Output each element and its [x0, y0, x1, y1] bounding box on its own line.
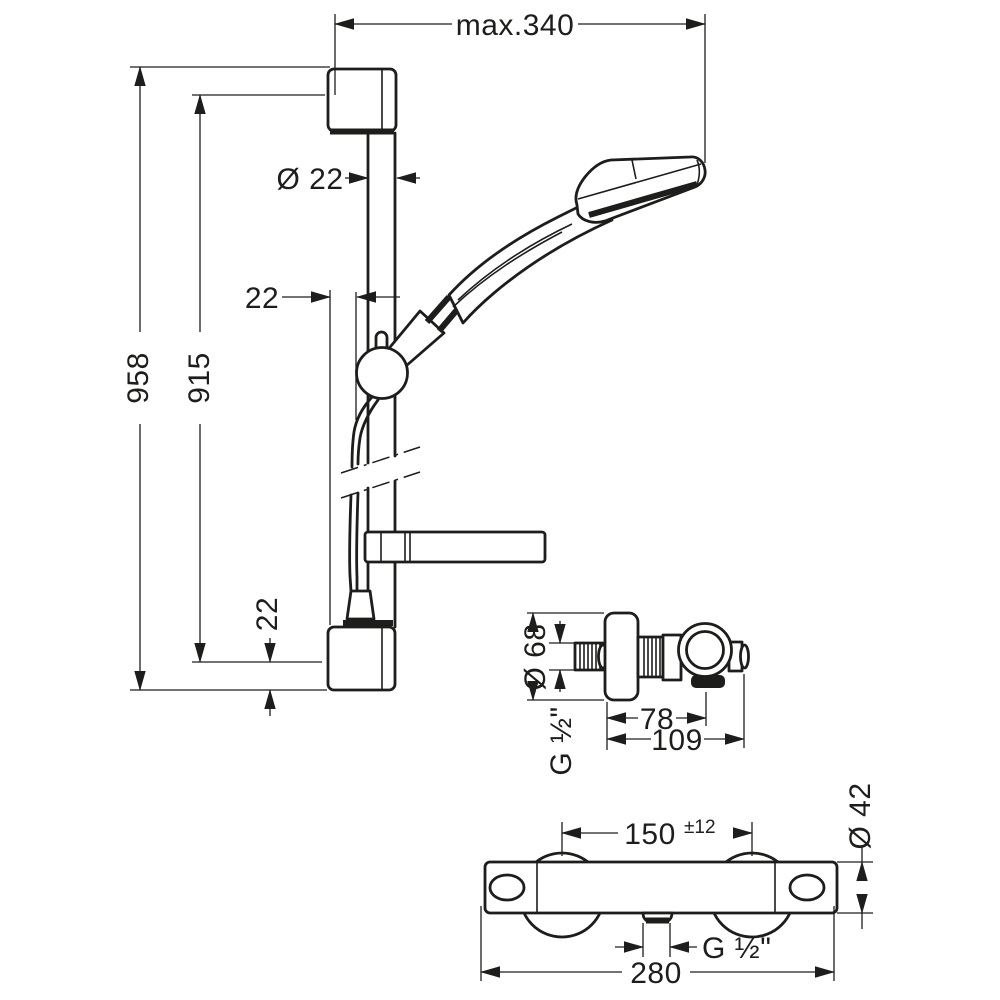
dim-max-width: max.340	[334, 9, 706, 163]
dim-center-distance-tolerance: ±12	[684, 817, 716, 838]
break-lines	[340, 446, 421, 499]
hand-shower-head	[574, 155, 707, 224]
dim-overall-depth-label: 109	[651, 724, 703, 757]
dim-max-width-label: max.340	[456, 9, 575, 42]
dim-body-diameter: Ø 42	[837, 782, 877, 929]
threaded-connector	[636, 635, 665, 679]
top-wall-bracket	[326, 67, 398, 133]
dim-bar-height: 915	[183, 94, 325, 663]
temperature-handle	[488, 873, 526, 902]
valve-handle-inner	[685, 630, 725, 670]
dim-overall-width-label: 280	[630, 957, 682, 990]
slider-knob	[355, 346, 409, 400]
hose-end-cone	[345, 589, 376, 621]
shower-hose	[348, 395, 380, 593]
bottom-wall-bracket	[326, 625, 397, 692]
dimension-annotations: max.340 958 915 Ø 22	[122, 9, 877, 990]
dim-slider-offset: 22	[245, 282, 400, 625]
spray-face-edge	[588, 181, 698, 218]
shutoff-handle	[788, 873, 826, 902]
dim-center-distance: 150 ±12	[561, 817, 753, 856]
dim-overall-height: 958	[122, 66, 330, 691]
dim-body-diameter-label: Ø 42	[844, 782, 877, 849]
dim-rail-diameter-label: Ø 22	[276, 163, 343, 196]
dim-overall-width: 280	[480, 906, 835, 990]
wall-connection-nipple	[573, 641, 609, 672]
dim-connection-thread: G ½"	[615, 923, 771, 965]
dim-rail-diameter: Ø 22	[276, 163, 420, 196]
valve-side-view	[573, 611, 750, 702]
dim-connection-thread-label: G ½"	[702, 932, 771, 965]
valve-front-view	[483, 851, 839, 939]
dim-escutcheon-diameter-label: Ø 68	[519, 623, 552, 690]
dim-overall-depth: 109	[606, 674, 745, 757]
slide-bar-assembly	[326, 67, 547, 692]
dim-bar-height-label: 915	[183, 352, 216, 404]
dim-slider-offset-label: 22	[245, 282, 279, 315]
dim-escutcheon-diameter: Ø 68	[519, 612, 604, 701]
handle-lip	[691, 675, 725, 688]
dim-bottom-offset-label: 22	[251, 597, 284, 631]
soap-dish	[363, 530, 547, 564]
dim-depth-to-handle-label: 78	[640, 703, 674, 736]
dim-thread-side-label: G ½"	[545, 706, 578, 775]
dim-thread-side: G ½"	[545, 621, 578, 776]
dim-bottom-offset: 22	[251, 597, 284, 716]
escutcheon-disc	[603, 611, 640, 702]
hand-shower-handle	[447, 195, 614, 325]
hand-shower	[355, 155, 707, 400]
dim-overall-height-label: 958	[122, 352, 155, 404]
dim-center-distance-label: 150	[624, 818, 676, 851]
